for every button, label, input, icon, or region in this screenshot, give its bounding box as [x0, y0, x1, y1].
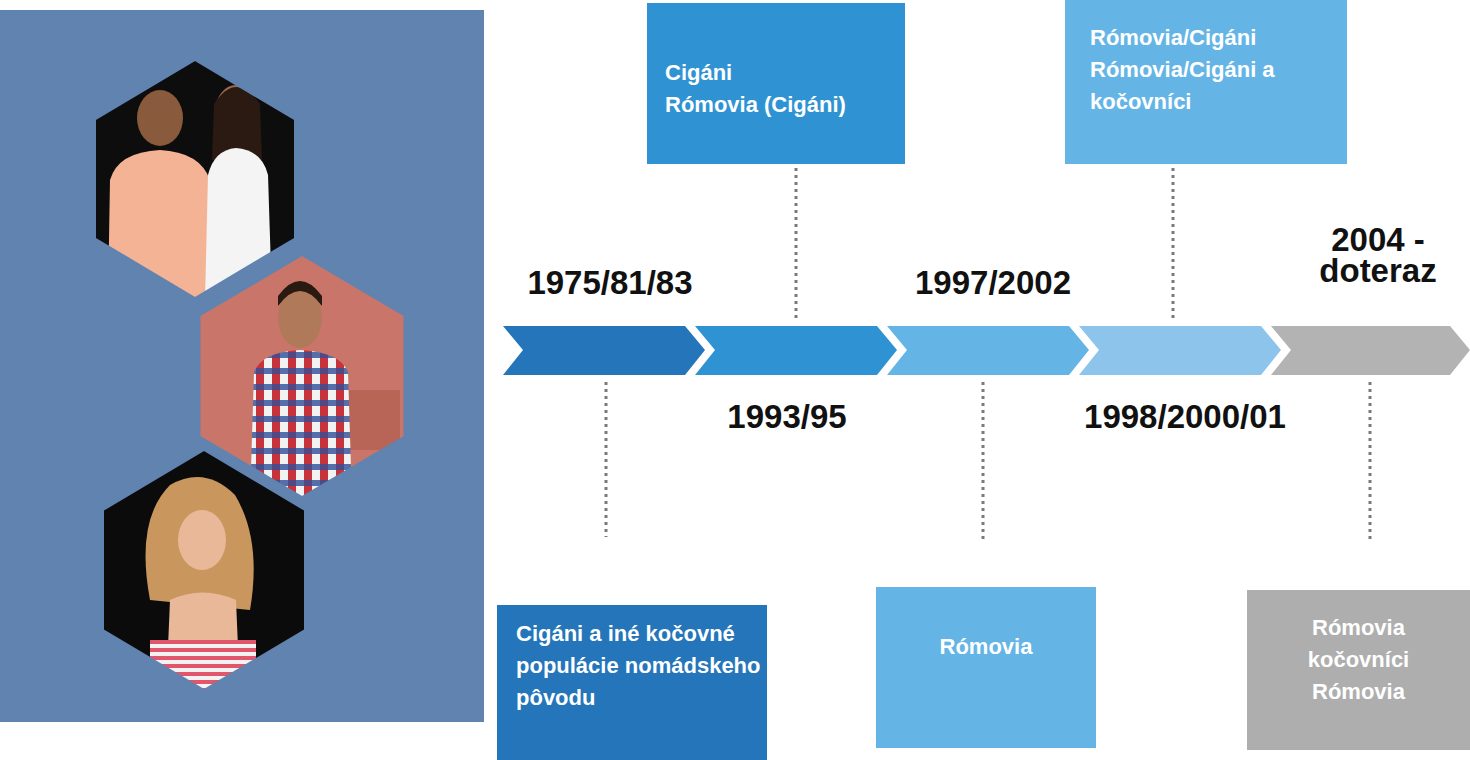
- timeline-arrow: [887, 326, 1089, 375]
- box-text: Rómovia: [884, 631, 1088, 663]
- timeline-arrow: [695, 326, 897, 375]
- box-text: Rómovia: [1255, 676, 1462, 708]
- box-text: Rómovia: [1255, 612, 1462, 644]
- hexagon-frame: [103, 450, 305, 690]
- year-label: 1998/2000/01: [1084, 397, 1286, 437]
- leader-lines: [606, 168, 1370, 540]
- timeline-box: Rómovia: [876, 587, 1096, 748]
- leader-line: [605, 382, 608, 537]
- side-panel: [0, 10, 484, 722]
- year-label: 1997/2002: [915, 263, 1071, 303]
- box-content: Cigáni a iné kočovné populácie nomádskeh…: [516, 618, 761, 714]
- box-content: Rómovia/CigániRómovia/Cigáni a kočovníci: [1090, 22, 1333, 118]
- box-text: Cigáni: [665, 57, 897, 89]
- timeline-box: Cigáni a iné kočovné populácie nomádskeh…: [497, 605, 767, 760]
- box-content: RómoviakočovníciRómovia: [1255, 612, 1462, 708]
- box-content: Rómovia: [884, 631, 1088, 663]
- leader-line: [1172, 168, 1175, 320]
- leader-line: [982, 382, 985, 540]
- box-content: CigániRómovia (Cigáni): [665, 57, 897, 121]
- timeline-box: CigániRómovia (Cigáni): [647, 3, 905, 164]
- box-text: Rómovia/Cigáni a kočovníci: [1090, 54, 1333, 118]
- timeline-box: RómoviakočovníciRómovia: [1247, 590, 1470, 750]
- leader-line: [795, 168, 798, 320]
- timeline-box: Rómovia/CigániRómovia/Cigáni a kočovníci: [1065, 0, 1347, 164]
- year-label: 2004 - doteraz: [1303, 224, 1453, 286]
- photo-woman: [100, 445, 310, 700]
- timeline-arrow: [1079, 326, 1281, 375]
- year-label: 1993/95: [727, 397, 846, 437]
- hexagon-frame: [200, 255, 405, 497]
- box-text: Rómovia/Cigáni: [1090, 22, 1333, 54]
- box-text: Cigáni a iné kočovné populácie nomádskeh…: [516, 618, 761, 714]
- timeline-arrow: [503, 326, 705, 375]
- leader-line: [1369, 382, 1372, 540]
- box-text: Rómovia (Cigáni): [665, 89, 897, 121]
- year-label: 1975/81/83: [527, 263, 692, 303]
- photo-couple: [90, 55, 300, 305]
- hexagon-frame: [95, 60, 295, 298]
- timeline-arrow: [1271, 326, 1470, 375]
- box-text: kočovníci: [1255, 644, 1462, 676]
